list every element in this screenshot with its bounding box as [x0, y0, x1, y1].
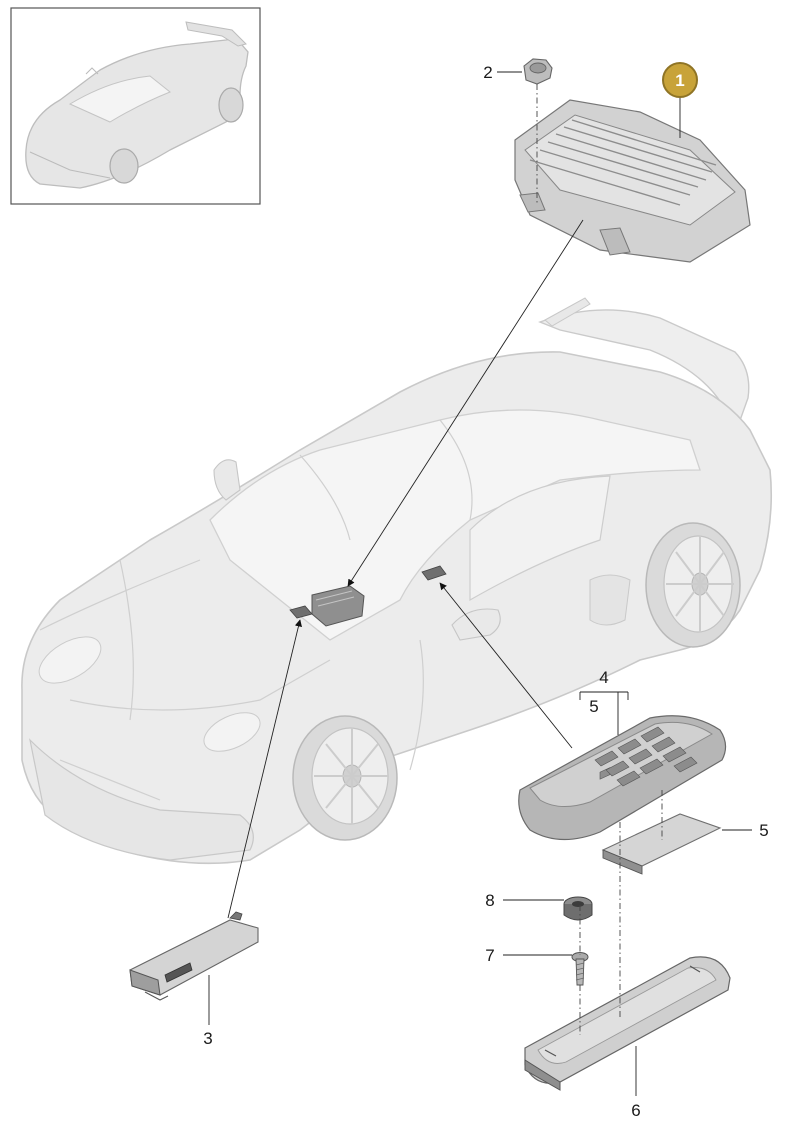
car-body-illustration [21, 297, 773, 865]
part-6-holder[interactable] [524, 956, 731, 1091]
part-8-grommet[interactable] [563, 896, 593, 921]
callout-7-label[interactable]: 7 [485, 946, 494, 965]
installed-sensor-right [421, 565, 447, 581]
callout-4-label[interactable]: 4 [599, 668, 608, 687]
callout-5-right-label[interactable]: 5 [759, 821, 768, 840]
installed-sensor-left [289, 605, 313, 619]
callout-1[interactable]: 1 [662, 62, 698, 98]
leader-lines [208, 71, 752, 1096]
callout-5-top-label[interactable]: 5 [589, 697, 598, 716]
callout-1-label: 1 [675, 71, 684, 90]
thumbnail-car [25, 21, 249, 189]
callout-3-label[interactable]: 3 [203, 1029, 212, 1048]
callout-2-label[interactable]: 2 [483, 63, 492, 82]
part-2-nut[interactable] [523, 58, 553, 85]
callout-1-badge [662, 62, 698, 98]
part-1-control-unit[interactable] [514, 99, 751, 263]
rear-wheel [645, 522, 741, 648]
assembly-axes [536, 84, 663, 1035]
callout-6-label[interactable]: 6 [631, 1101, 640, 1120]
callout-8-label[interactable]: 8 [485, 891, 494, 910]
part-4-remote-control[interactable] [518, 715, 727, 841]
front-wheel [292, 715, 398, 841]
part-5-cover-plate[interactable] [601, 813, 722, 875]
part-3-module[interactable] [129, 911, 259, 1001]
thumbnail-inset[interactable] [10, 7, 261, 205]
part-7-screw[interactable] [571, 952, 589, 986]
